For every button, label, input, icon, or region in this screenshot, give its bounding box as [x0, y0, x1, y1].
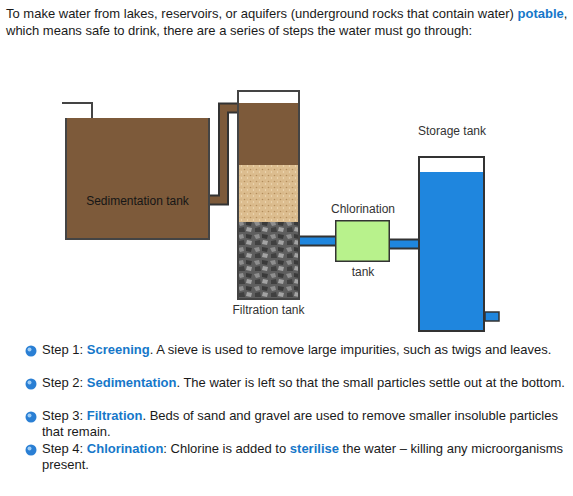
water-pipe [390, 244, 418, 245]
body-text: . The water is left so that the small pa… [176, 375, 565, 390]
tank-outline [335, 220, 390, 262]
bullet-icons [26, 346, 37, 456]
step-item: Step 4: Chlorination: Chlorine is added … [42, 441, 570, 473]
key-term: Screening [87, 342, 150, 357]
tank-outline [237, 90, 300, 300]
body-text: Step 3: [42, 408, 87, 423]
tank-label: Filtration tank [229, 303, 308, 317]
key-term: Sedimentation [87, 375, 177, 390]
tank-label: Storage tank [412, 124, 492, 138]
body-text: . A sieve is used to remove large impuri… [150, 342, 552, 357]
inlet-pipe [62, 103, 92, 118]
water-pipe [210, 108, 237, 200]
key-term: sterilise [290, 441, 339, 456]
tank-outline [418, 156, 485, 332]
sedimentation-tank: Sedimentation tank [65, 118, 210, 240]
water-pipe [300, 241, 335, 242]
key-term: Filtration [87, 408, 143, 423]
storage-tank: Storage tank [412, 122, 492, 332]
intro-paragraph: To make water from lakes, reservoirs, or… [6, 5, 568, 39]
tank-label: Chlorination [322, 202, 404, 216]
step-item: Step 1: Screening. A sieve is used to re… [42, 342, 570, 358]
body-text: Step 2: [42, 375, 87, 390]
body-text: : Chlorine is added to [163, 441, 289, 456]
body-text: Step 1: [42, 342, 87, 357]
chlorination-tank: Chlorination tank [322, 200, 404, 282]
outlet-pipe [485, 312, 499, 321]
tank-label: Sedimentation tank [65, 194, 210, 208]
key-term: Chlorination [87, 441, 164, 456]
body-text: Step 4: [42, 441, 87, 456]
body-text: To make water from lakes, reservoirs, or… [6, 6, 518, 21]
key-term: potable [518, 6, 564, 21]
tank-label: tank [322, 265, 404, 279]
tank-outline [65, 118, 210, 240]
step-item: Step 3: Filtration. Beds of sand and gra… [42, 408, 570, 440]
filtration-tank: Filtration tank [237, 90, 300, 330]
step-item: Step 2: Sedimentation. The water is left… [42, 375, 570, 391]
